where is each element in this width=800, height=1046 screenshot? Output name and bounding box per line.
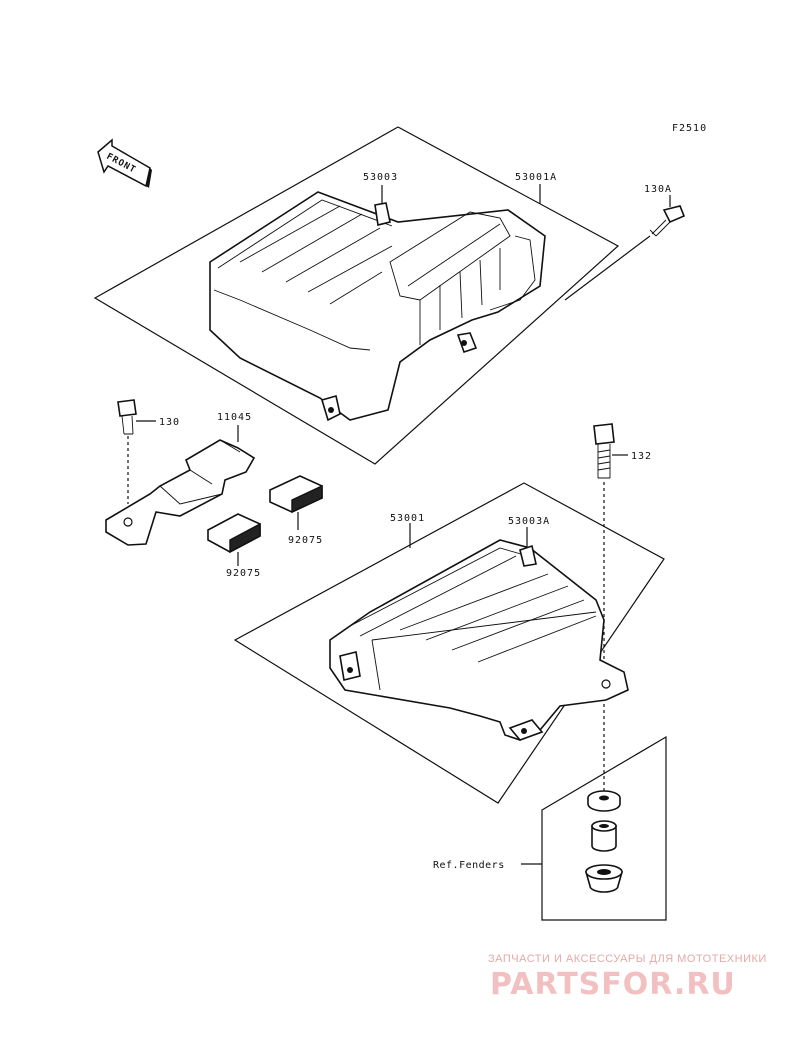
rubber-pad-right [269, 475, 323, 514]
callout-53001: 53001 [390, 513, 425, 524]
grommet-icon [584, 864, 624, 893]
callout-130: 130 [159, 417, 180, 428]
washer-icon [587, 790, 621, 812]
bolt-130-icon [117, 399, 137, 435]
rubber-pad-left [207, 513, 261, 554]
bolt-130A-icon [649, 205, 686, 237]
leader-130A-axis [564, 235, 651, 301]
callout-53001A: 53001A [515, 172, 557, 183]
callout-130A: 130A [644, 184, 672, 195]
bracket-11045 [105, 439, 256, 546]
callout-53003: 53003 [363, 172, 398, 183]
callout-53003A: 53003A [508, 516, 550, 527]
lower-seat-assembly [329, 539, 629, 741]
front-arrow-icon: FRONT [97, 138, 152, 188]
callout-132: 132 [631, 451, 652, 462]
watermark-tagline: ЗАПЧАСТИ И АКСЕССУАРЫ ДЛЯ МОТОТЕХНИКИ [488, 953, 767, 965]
callout-ref-fenders: Ref.Fenders [433, 860, 505, 871]
callout-11045: 11045 [217, 412, 252, 423]
watermark-logo: PARTSFOR.RU [490, 967, 736, 1002]
callout-92075-right: 92075 [288, 535, 323, 546]
upper-seat-assembly [209, 191, 546, 422]
lower-assembly-panel [233, 482, 665, 804]
collar-icon [591, 820, 617, 852]
ref-fenders-box [541, 735, 667, 921]
bolt-132-icon [593, 423, 615, 479]
callout-92075-left: 92075 [226, 568, 261, 579]
figure-code: F2510 [672, 123, 707, 134]
upper-assembly-panel [93, 126, 620, 465]
